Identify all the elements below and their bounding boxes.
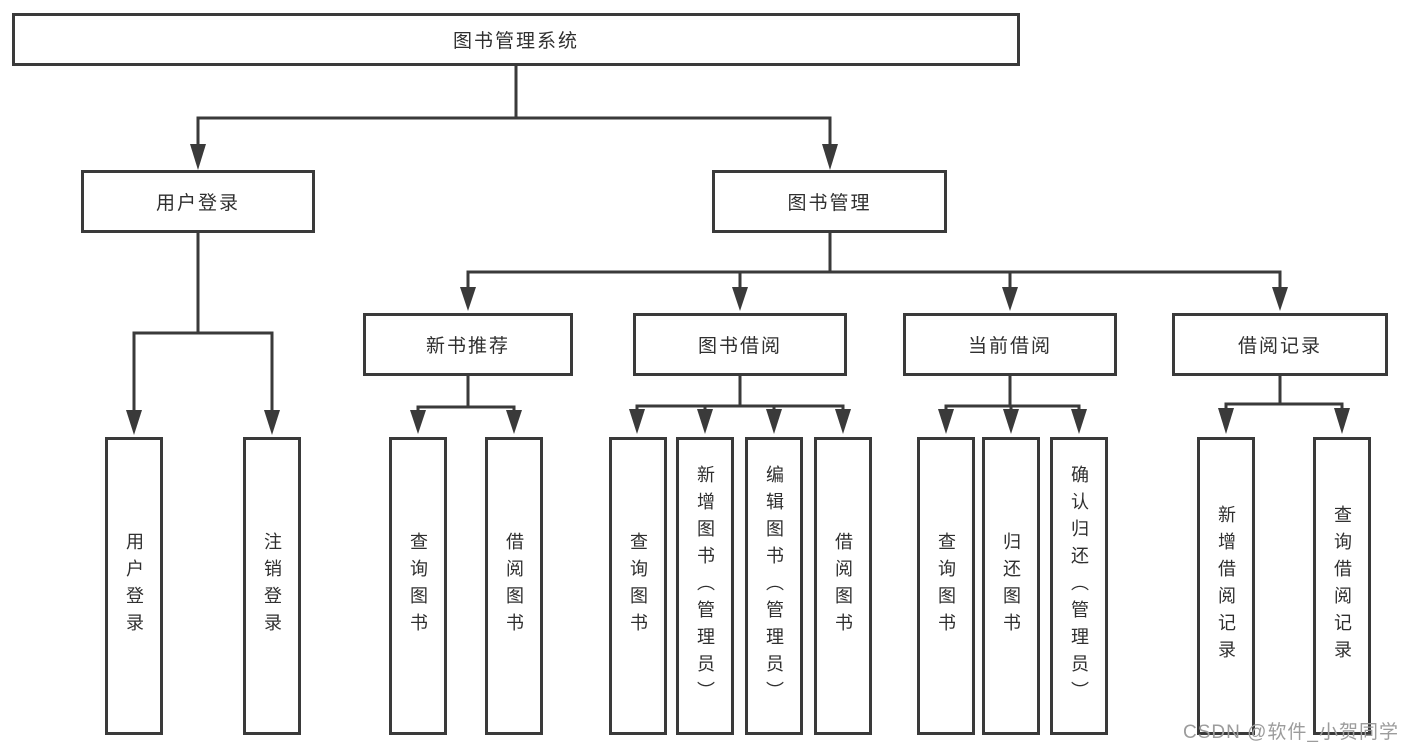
leaf-add-borrow-record: 新增借阅记录 — [1197, 437, 1255, 735]
leaf-label: 借阅图书 — [504, 532, 524, 640]
arrowhead-down-icon — [1003, 409, 1019, 434]
leaf-query-books-borrow: 查询图书 — [609, 437, 667, 735]
connector-root-to-level2 — [190, 66, 838, 170]
arrowhead-down-icon — [410, 410, 426, 434]
leaf-query-books-recommend: 查询图书 — [389, 437, 447, 735]
node-borrowing-records: 借阅记录 — [1172, 313, 1388, 376]
arrowhead-down-icon — [1002, 287, 1018, 311]
arrowhead-down-icon — [126, 410, 142, 435]
arrowhead-down-icon — [822, 144, 838, 170]
leaf-label: 确认归还（管理员） — [1069, 464, 1089, 708]
arrowhead-down-icon — [1218, 408, 1234, 434]
arrowhead-down-icon — [460, 287, 476, 311]
leaf-label: 归还图书 — [1001, 532, 1021, 640]
node-book-management: 图书管理 — [712, 170, 947, 233]
arrowhead-down-icon — [1071, 409, 1087, 434]
node-label: 当前借阅 — [967, 336, 1052, 357]
arrowhead-down-icon — [766, 409, 782, 434]
connector-new-book-to-leaves — [410, 376, 522, 434]
arrowhead-down-icon — [697, 409, 713, 434]
leaf-borrow-books-recommend: 借阅图书 — [485, 437, 543, 735]
arrowhead-down-icon — [732, 287, 748, 311]
leaf-label: 查询图书 — [628, 532, 648, 640]
leaf-query-borrow-record: 查询借阅记录 — [1313, 437, 1371, 735]
node-book-borrowing: 图书借阅 — [633, 313, 847, 376]
leaf-label: 编辑图书（管理员） — [764, 464, 784, 708]
leaf-label: 新增图书（管理员） — [695, 464, 715, 708]
node-current-borrowing: 当前借阅 — [903, 313, 1117, 376]
node-new-book-recommendation: 新书推荐 — [363, 313, 573, 376]
leaf-edit-books-admin: 编辑图书（管理员） — [745, 437, 803, 735]
leaf-label: 借阅图书 — [833, 532, 853, 640]
arrowhead-down-icon — [1334, 408, 1350, 434]
node-label: 图书管理 — [787, 193, 872, 214]
arrowhead-down-icon — [1272, 287, 1288, 311]
connector-book-management-to-level3 — [460, 233, 1288, 311]
arrowhead-down-icon — [938, 409, 954, 434]
arrowhead-down-icon — [506, 410, 522, 434]
node-label: 图书借阅 — [697, 336, 782, 357]
leaf-confirm-return-admin: 确认归还（管理员） — [1050, 437, 1108, 735]
leaf-label: 注销登录 — [262, 532, 282, 640]
leaf-label: 用户登录 — [124, 532, 144, 640]
leaf-add-books-admin: 新增图书（管理员） — [676, 437, 734, 735]
node-label: 新书推荐 — [425, 336, 510, 357]
leaf-borrow-books: 借阅图书 — [814, 437, 872, 735]
arrowhead-down-icon — [264, 410, 280, 435]
leaf-label: 查询图书 — [408, 532, 428, 640]
connector-user-login-to-leaves — [126, 233, 280, 435]
leaf-query-books-current: 查询图书 — [917, 437, 975, 735]
node-library-management-system: 图书管理系统 — [12, 13, 1020, 66]
leaf-return-books: 归还图书 — [982, 437, 1040, 735]
csdn-watermark: CSDN @软件_小贺同学 — [1183, 722, 1399, 743]
node-user-login: 用户登录 — [81, 170, 315, 233]
leaf-logout: 注销登录 — [243, 437, 301, 735]
connector-borrow-records-to-leaves — [1218, 376, 1350, 434]
arrowhead-down-icon — [190, 144, 206, 170]
connector-current-borrow-to-leaves — [938, 376, 1087, 434]
node-label: 用户登录 — [155, 193, 240, 214]
leaf-user-login: 用户登录 — [105, 437, 163, 735]
leaf-label: 查询借阅记录 — [1332, 505, 1352, 667]
arrowhead-down-icon — [629, 409, 645, 434]
connector-book-borrow-to-leaves — [629, 376, 851, 434]
node-label: 图书管理系统 — [452, 31, 579, 52]
leaf-label: 新增借阅记录 — [1216, 505, 1236, 667]
leaf-label: 查询图书 — [936, 532, 956, 640]
arrowhead-down-icon — [835, 409, 851, 434]
node-label: 借阅记录 — [1237, 336, 1322, 357]
